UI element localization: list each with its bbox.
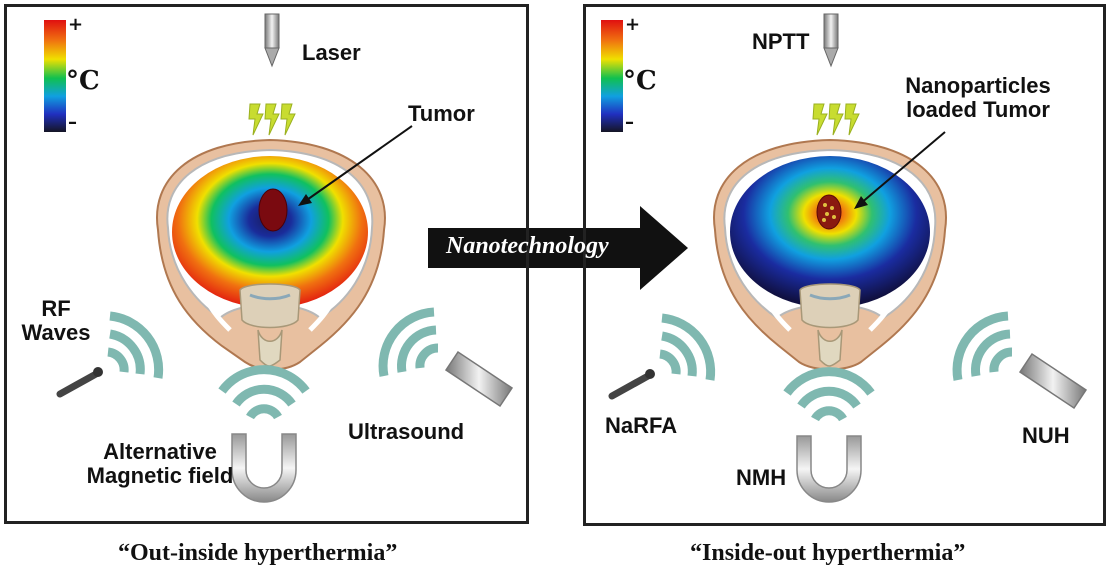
laser-label: Laser bbox=[302, 40, 361, 65]
left-caption: “Out-inside hyperthermia” bbox=[118, 540, 398, 566]
left-scale-unit: °C bbox=[66, 66, 100, 96]
left-temperature-scale bbox=[44, 20, 66, 132]
right-panel bbox=[583, 4, 1106, 526]
left-rf-waves-icon bbox=[107, 311, 164, 379]
left-scale-plus: + bbox=[68, 14, 84, 35]
right-nptt-laser-icon bbox=[823, 13, 839, 68]
left-laser-beam-icon bbox=[248, 103, 296, 136]
left-tumor-pointer-arrow bbox=[298, 125, 413, 206]
nanoparticles-tumor-label: Nanoparticles loaded Tumor bbox=[893, 73, 1063, 123]
left-rf-probe-icon bbox=[56, 367, 103, 398]
nmh-label: NMH bbox=[736, 465, 787, 490]
right-caption: “Inside-out hyperthermia” bbox=[690, 540, 966, 566]
right-tumor-pointer-arrow bbox=[854, 131, 946, 209]
narfa-label: NaRFA bbox=[605, 413, 678, 438]
left-panel bbox=[4, 4, 529, 524]
right-scale-plus: + bbox=[625, 14, 641, 35]
tumor-label-line1: Nanoparticles bbox=[905, 73, 1051, 98]
right-scale-unit: °C bbox=[623, 66, 657, 96]
right-nmh-waves-icon bbox=[783, 367, 875, 422]
left-ultrasound-probe-icon bbox=[444, 350, 514, 408]
right-nuh-waves-icon bbox=[952, 311, 1013, 381]
left-scale-minus: – bbox=[68, 112, 77, 133]
left-magnet-icon bbox=[231, 433, 297, 503]
right-narfa-waves-icon bbox=[659, 313, 716, 381]
magnetic-field-label: Alternative Magnetic field bbox=[70, 439, 250, 489]
left-laser-icon bbox=[264, 13, 280, 68]
left-body-cross-section bbox=[156, 138, 386, 371]
left-magnet-waves-icon bbox=[218, 365, 310, 420]
nanotechnology-label: Nanotechnology bbox=[446, 233, 609, 259]
tumor-label-line2: loaded Tumor bbox=[906, 97, 1050, 123]
magnetic-label-line2: Magnetic field bbox=[86, 463, 234, 489]
right-laser-beam-icon bbox=[812, 103, 860, 136]
right-temperature-scale bbox=[601, 20, 623, 132]
rf-waves-label: RF Waves bbox=[14, 296, 98, 346]
rf-label-line2: Waves bbox=[21, 320, 91, 346]
right-scale-minus: – bbox=[625, 112, 634, 133]
nuh-label: NUH bbox=[1022, 423, 1070, 448]
ultrasound-label: Ultrasound bbox=[348, 419, 465, 444]
nanotechnology-arrow bbox=[428, 206, 688, 290]
magnetic-label-line1: Alternative bbox=[103, 439, 217, 464]
right-narfa-probe-icon bbox=[608, 369, 655, 400]
rf-label-line1: RF bbox=[41, 296, 71, 321]
tumor-label: Tumor bbox=[408, 101, 475, 126]
right-nmh-magnet-icon bbox=[796, 435, 862, 503]
left-tumor-icon bbox=[258, 188, 288, 232]
right-nanoparticle-tumor-icon bbox=[816, 194, 842, 230]
right-nuh-probe-icon bbox=[1018, 352, 1088, 410]
nptt-label: NPTT bbox=[752, 29, 810, 54]
right-body-cross-section bbox=[713, 138, 947, 371]
left-ultrasound-waves-icon bbox=[378, 307, 439, 377]
